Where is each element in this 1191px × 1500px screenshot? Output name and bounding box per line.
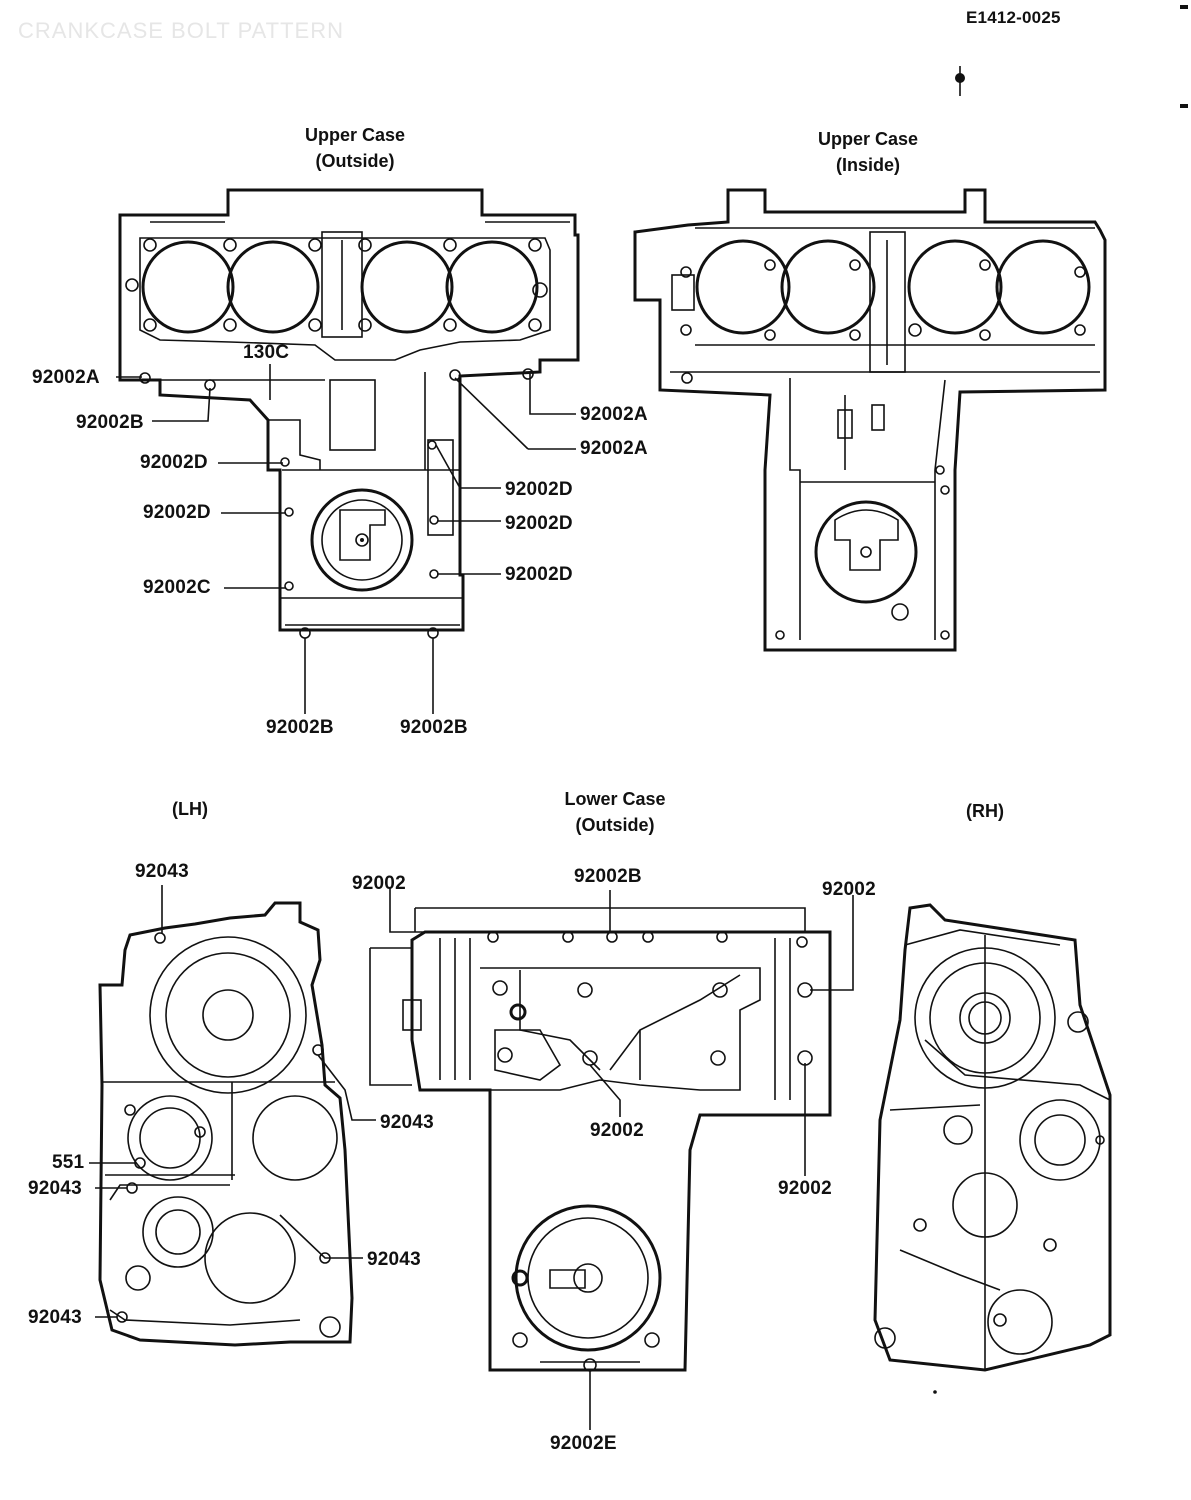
speck [933,1390,937,1394]
small-glyph [955,66,965,96]
label-lh-92043-left: 92043 [28,1178,82,1199]
label-lh-92043-bottom-left: 92043 [28,1307,82,1328]
upper-case-inside-drawing [633,188,1107,652]
label-92002b-left: 92002B [76,412,144,433]
label-92002d-right-3: 92002D [505,564,573,585]
label-92002a-right-2: 92002A [580,438,648,459]
label-92002a-right-1: 92002A [580,404,648,425]
upper-case-outside-drawing [118,188,580,639]
label-92002b-bottom-1: 92002B [266,717,334,738]
lh-leader-lines [89,885,376,1318]
label-lh-92043-lower-right: 92043 [367,1249,421,1270]
page-edge-mark [1180,104,1188,108]
label-lower-92002-top-left: 92002 [352,873,406,894]
label-92002c-left: 92002C [143,577,211,598]
title-upper-outside: Upper Case (Outside) [304,125,406,171]
lower-case-outside-drawing [369,907,832,1372]
label-lower-92002e-bottom: 92002E [550,1433,617,1454]
title-lh: (LH) [172,799,208,819]
label-92002d-right-1: 92002D [505,479,573,500]
label-92002d-right-2: 92002D [505,513,573,534]
label-lh-92043-top: 92043 [135,861,189,882]
label-lower-92002-right: 92002 [778,1178,832,1199]
faint-page-title: CRANKCASE BOLT PATTERN [18,18,344,43]
page-edge-mark [1180,5,1188,9]
title-upper-inside: Upper Case (Inside) [817,129,919,175]
label-lower-92002b-top: 92002B [574,866,642,887]
rh-side-view-drawing [873,903,1112,1372]
label-lh-551: 551 [52,1152,85,1173]
lh-side-view-drawing [98,901,354,1347]
label-lower-92002-top-right: 92002 [822,879,876,900]
label-lh-92043-mid: 92043 [380,1112,434,1133]
title-lower-outside: Lower Case (Outside) [564,789,666,835]
label-92002d-left-2: 92002D [143,502,211,523]
label-92002d-left-1: 92002D [140,452,208,473]
label-92002a-left: 92002A [32,367,100,388]
upper-outside-leader-lines [116,364,576,714]
title-rh: (RH) [966,801,1004,821]
label-92002b-bottom-2: 92002B [400,717,468,738]
diagram-code: E1412-0025 [966,8,1061,27]
label-lower-92002-center: 92002 [590,1120,644,1141]
label-130c: 130C [243,342,290,363]
lower-leader-lines [389,888,854,1430]
